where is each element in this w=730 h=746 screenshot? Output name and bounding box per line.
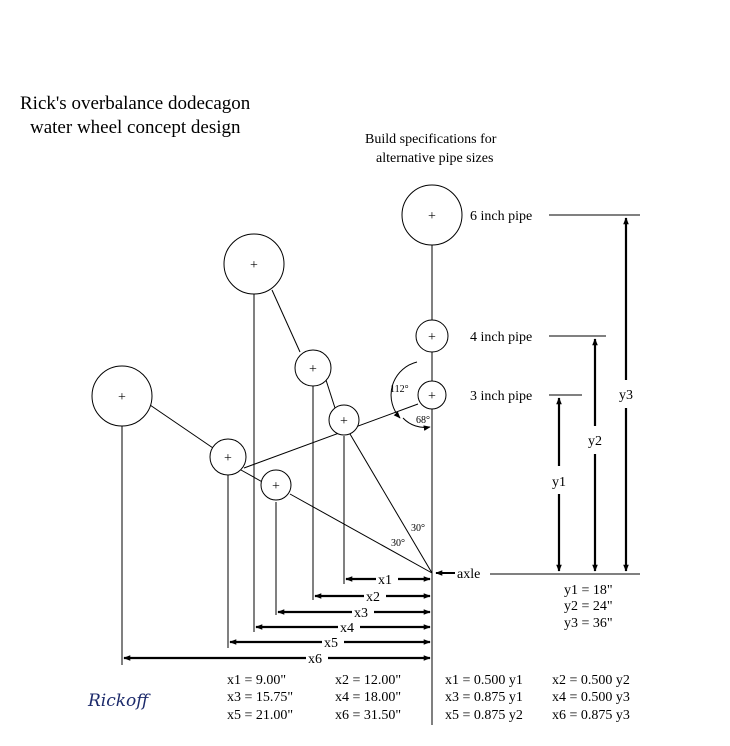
pipe-large-left	[91, 365, 153, 427]
plus-mark: +	[250, 258, 258, 273]
plus-mark: +	[309, 362, 317, 377]
x-value: x3 = 15.75"	[227, 690, 293, 705]
dim-x6-label: x6	[308, 652, 322, 667]
plus-mark: +	[428, 209, 436, 224]
specs-heading-line-2: alternative pipe sizes	[376, 151, 493, 166]
plus-mark: +	[272, 479, 280, 494]
x-value: x2 = 12.00"	[335, 673, 401, 688]
spoke-diag-lower	[289, 493, 433, 574]
pipe-small-mid	[328, 404, 360, 436]
dim-x4-label: x4	[340, 621, 354, 636]
y-value: y1 = 18"	[564, 583, 613, 598]
ratio-value: x4 = 0.500 y3	[552, 690, 630, 705]
connector-mid	[325, 379, 336, 409]
ratio-value: x3 = 0.875 y1	[445, 690, 523, 705]
connector-3in-to-small	[243, 403, 419, 469]
spoke-diag-upper	[349, 433, 433, 574]
label-3-inch-pipe: 3 inch pipe	[470, 389, 532, 404]
angle-68-label: 68°	[416, 415, 430, 426]
y-dimensions	[556, 217, 629, 572]
arc-68	[402, 417, 431, 431]
dim-x3-label: x3	[354, 606, 368, 621]
pipe-large-upper-left	[223, 233, 285, 295]
dim-x2-label: x2	[366, 590, 380, 605]
x-value: x6 = 31.50"	[335, 708, 401, 723]
axle-label: axle	[457, 567, 480, 582]
ratio-value: x6 = 0.875 y3	[552, 708, 630, 723]
pipe-6in-top	[401, 184, 463, 246]
y-value: y2 = 24"	[564, 599, 613, 614]
connector-left	[149, 404, 214, 449]
wheel-structure	[121, 214, 640, 725]
pipe-4in	[415, 319, 449, 353]
dim-y2-label: y2	[588, 434, 602, 449]
plus-mark: +	[224, 451, 232, 466]
title-line-1: Rick's overbalance dodecagon	[20, 93, 251, 114]
x-value: x5 = 21.00"	[227, 708, 293, 723]
dim-y1-label: y1	[552, 475, 566, 490]
angle-arcs	[390, 361, 431, 431]
pipe-3in	[417, 380, 447, 410]
arc-112	[390, 361, 418, 419]
angle-30-left-label: 30°	[391, 538, 405, 549]
pipe-small-left	[260, 469, 292, 501]
label-6-inch-pipe: 6 inch pipe	[470, 209, 532, 224]
connector-upper-left	[271, 289, 301, 353]
plus-mark: +	[428, 330, 436, 345]
title-line-2: water wheel concept design	[30, 117, 241, 138]
ratio-value: x2 = 0.500 y2	[552, 673, 630, 688]
pipes	[91, 184, 463, 501]
signature: Rickoff	[87, 691, 151, 711]
y-value: y3 = 36"	[564, 616, 613, 631]
pipe-medium-left	[209, 438, 247, 476]
plus-mark: +	[118, 390, 126, 405]
x-dimensions	[123, 576, 431, 661]
dim-x5-label: x5	[324, 636, 338, 651]
angle-112-label: 112°	[390, 384, 409, 395]
angle-30-right-label: 30°	[411, 523, 425, 534]
plus-mark: +	[428, 389, 436, 404]
dim-x1-label: x1	[378, 573, 392, 588]
ratio-value: x1 = 0.500 y1	[445, 673, 523, 688]
pipe-medium-upper	[294, 349, 332, 387]
ratio-value: x5 = 0.875 y2	[445, 708, 523, 723]
plus-mark: +	[340, 414, 348, 429]
specs-heading-line-1: Build specifications for	[365, 132, 497, 147]
x-value: x4 = 18.00"	[335, 690, 401, 705]
dim-y3-label: y3	[619, 388, 633, 403]
label-4-inch-pipe: 4 inch pipe	[470, 330, 532, 345]
x-value: x1 = 9.00"	[227, 673, 286, 688]
